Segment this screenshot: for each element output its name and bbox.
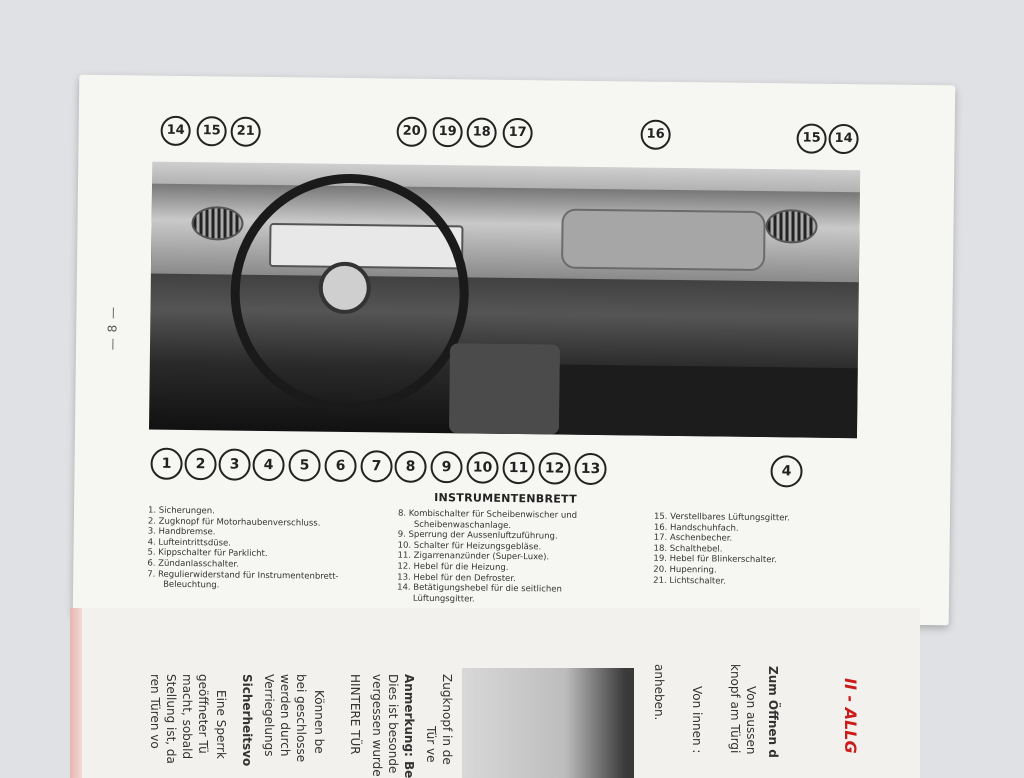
lower-text: ren Türen vo	[148, 674, 162, 749]
callout-bottom: 1	[150, 447, 183, 480]
legend-item: 21. Lichtschalter.	[653, 575, 727, 587]
lower-text: werden durch	[278, 674, 292, 757]
lower-text: Anmerkung: Be	[402, 674, 416, 778]
callout-bottom: 10	[466, 451, 499, 484]
callout-bottom: 11	[502, 451, 535, 485]
callout-top: 15	[196, 116, 227, 147]
callout-bottom: 12	[538, 452, 571, 485]
lower-text: Stellung ist, da	[164, 674, 178, 764]
callout-bottom: 2	[184, 447, 217, 481]
callout-top: 14	[160, 115, 191, 147]
lower-text: geöffneter Tü	[196, 674, 210, 754]
lower-text: macht, sobald	[180, 674, 194, 760]
lower-text: knopf am Türgi	[728, 664, 742, 754]
callout-top: 15	[796, 123, 827, 154]
callout-top: 20	[396, 116, 427, 147]
callout-top: 21	[230, 116, 261, 147]
legend-item: Lüftungsgitter.	[412, 593, 475, 605]
callout-top: 19	[432, 116, 463, 148]
page-number: — 8 —	[105, 305, 120, 351]
callout-top: 18	[466, 117, 497, 148]
vent-left-image	[191, 206, 244, 241]
lower-text: Zum Öffnen d	[766, 666, 780, 758]
lower-red-heading: II - ALLG	[841, 678, 860, 754]
callout-bottom: 5	[288, 449, 321, 482]
callout-top: 14	[828, 123, 859, 155]
dashboard-photo	[149, 161, 861, 439]
callout-bottom: 3	[218, 448, 251, 481]
callout-bottom: 4	[252, 448, 285, 482]
lower-text: Verriegelungs	[262, 674, 276, 757]
lower-text: Tür ve	[424, 726, 438, 763]
callout-bottom: 9	[430, 450, 463, 484]
lower-text: Von innen :	[690, 686, 704, 754]
lower-text: Von aussen	[744, 686, 758, 755]
lower-text: Eine Sperrk	[214, 690, 228, 759]
legend-item: Beleuchtung.	[163, 579, 220, 591]
vent-right-image	[765, 209, 818, 244]
glovebox-image	[560, 208, 766, 272]
callout-bottom: 4	[770, 455, 803, 488]
legend-column-2: 8. Kombischalter für Scheibenwischer und…	[397, 509, 577, 607]
lower-text: Dies ist besonde	[386, 674, 400, 774]
door-photo	[462, 668, 634, 778]
console-image	[448, 343, 561, 435]
lower-text: Können be	[312, 690, 326, 754]
callout-bottom: 6	[324, 449, 357, 483]
lower-text: Sicherheitsvo	[240, 674, 254, 767]
callout-bottom: 13	[574, 452, 607, 486]
manual-page: — 8 — 14 15 21 20 19 18 17 16 15 14 1 2 …	[72, 74, 956, 626]
lower-text: anheben.	[652, 664, 666, 721]
lower-text: bei geschlosse	[294, 674, 308, 763]
callout-top: 17	[502, 117, 533, 149]
lower-page: II - ALLG Zum Öffnen d Von aussen knopf …	[70, 608, 920, 778]
callout-bottom: 7	[360, 450, 393, 483]
section-heading: INSTRUMENTENBRETT	[434, 491, 578, 506]
callout-bottom: 8	[394, 450, 427, 483]
legend-column-1: 1. Sicherungen. 2. Zugknopf für Motorhau…	[147, 506, 339, 593]
callout-top: 16	[640, 119, 671, 150]
lower-text: vergessen wurde	[370, 674, 384, 777]
legend-column-3: 15. Verstellbares Lüftungsgitter. 16. Ha…	[653, 512, 790, 588]
lower-text: HINTERE TÜR	[348, 674, 362, 755]
lower-text: Zugknopf in de	[440, 674, 454, 765]
